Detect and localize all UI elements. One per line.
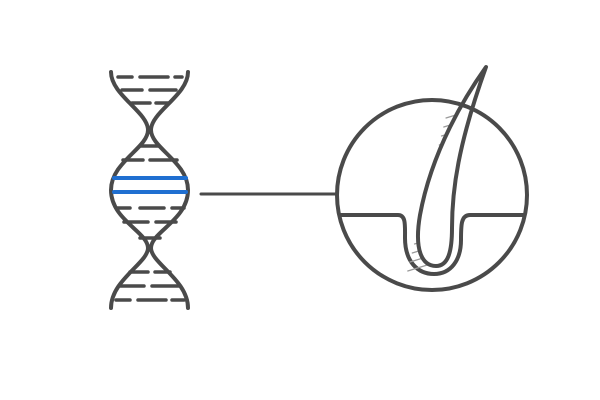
hair-shaft (415, 65, 488, 268)
dna-double-helix-icon (108, 70, 191, 310)
magnifier-circle (335, 98, 529, 292)
hair-follicle-magnified-icon (335, 65, 529, 292)
skin-surface-line (337, 213, 527, 276)
dna-base-pairs (112, 75, 188, 302)
dna-strand-right (148, 70, 191, 310)
dna-strand-left (108, 70, 151, 310)
